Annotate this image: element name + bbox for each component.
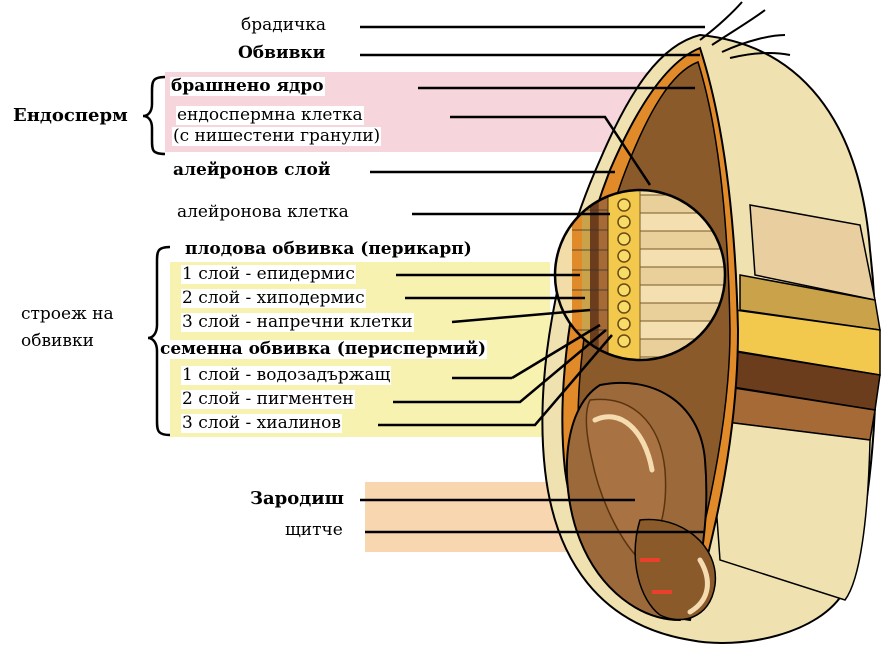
label-coats-structure-line2: обвивки xyxy=(20,332,95,351)
label-epidermis: 1 слой - епидермис xyxy=(181,265,356,284)
label-starch-granules: (с нишестени гранули) xyxy=(172,127,381,146)
label-pigment: 2 слой - пигментен xyxy=(181,390,355,409)
label-starchy-endosperm: брашнено ядро xyxy=(170,77,325,96)
label-hyaline: 3 слой - хиалинов xyxy=(181,414,342,433)
magnified-section xyxy=(555,190,725,360)
endosperm-brace xyxy=(143,77,165,154)
label-pericarp: плодова обвивка (перикарп) xyxy=(184,240,473,259)
label-embryo: Зародиш xyxy=(249,489,345,508)
label-aleurone-layer: алейронов слой xyxy=(172,161,331,180)
label-coats: Обвивки xyxy=(237,44,326,63)
label-cross-cells: 3 слой - напречни клетки xyxy=(181,313,414,332)
label-aleurone-cell: алейронова клетка xyxy=(176,203,350,222)
label-scutellum: щитче xyxy=(284,521,344,540)
label-beard: брадичка xyxy=(240,16,327,35)
label-coats-structure-line1: строеж на xyxy=(20,305,115,324)
label-water-holding: 1 слой - водозадържащ xyxy=(181,366,391,385)
label-endosperm-cell: ендоспермна клетка xyxy=(176,106,364,125)
label-seed-coat: семенна обвивка (периспермий) xyxy=(159,340,487,359)
label-endosperm-group: Ендосперм xyxy=(12,106,129,125)
label-hypodermis: 2 слой - хиподермис xyxy=(181,289,366,308)
